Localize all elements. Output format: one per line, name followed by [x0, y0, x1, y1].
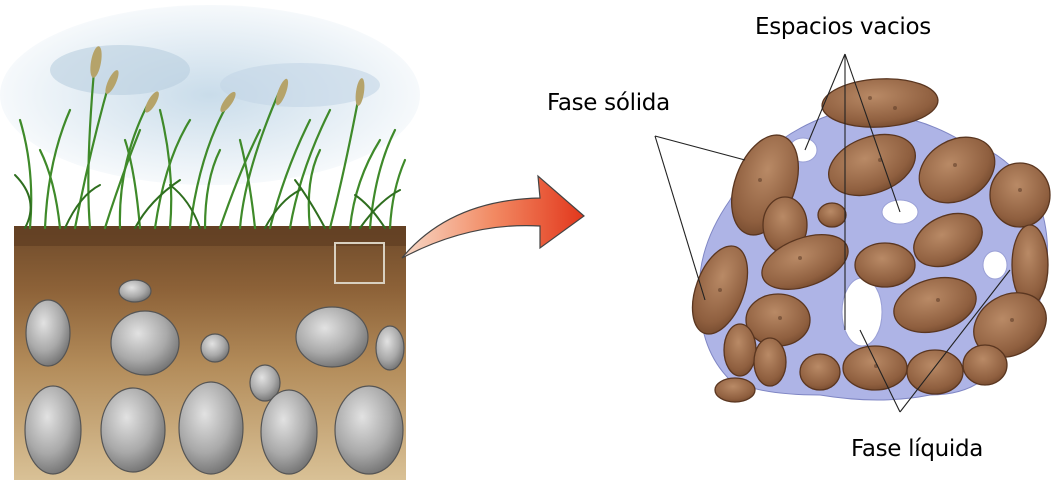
label-solid-phase: Fase sólida — [547, 90, 670, 116]
soil-profile — [0, 5, 420, 480]
curved-arrow-icon — [402, 176, 584, 258]
soil-microstructure — [655, 54, 1056, 412]
label-void-spaces: Espacios vacios — [755, 14, 931, 40]
label-liquid-phase: Fase líquida — [851, 436, 983, 462]
